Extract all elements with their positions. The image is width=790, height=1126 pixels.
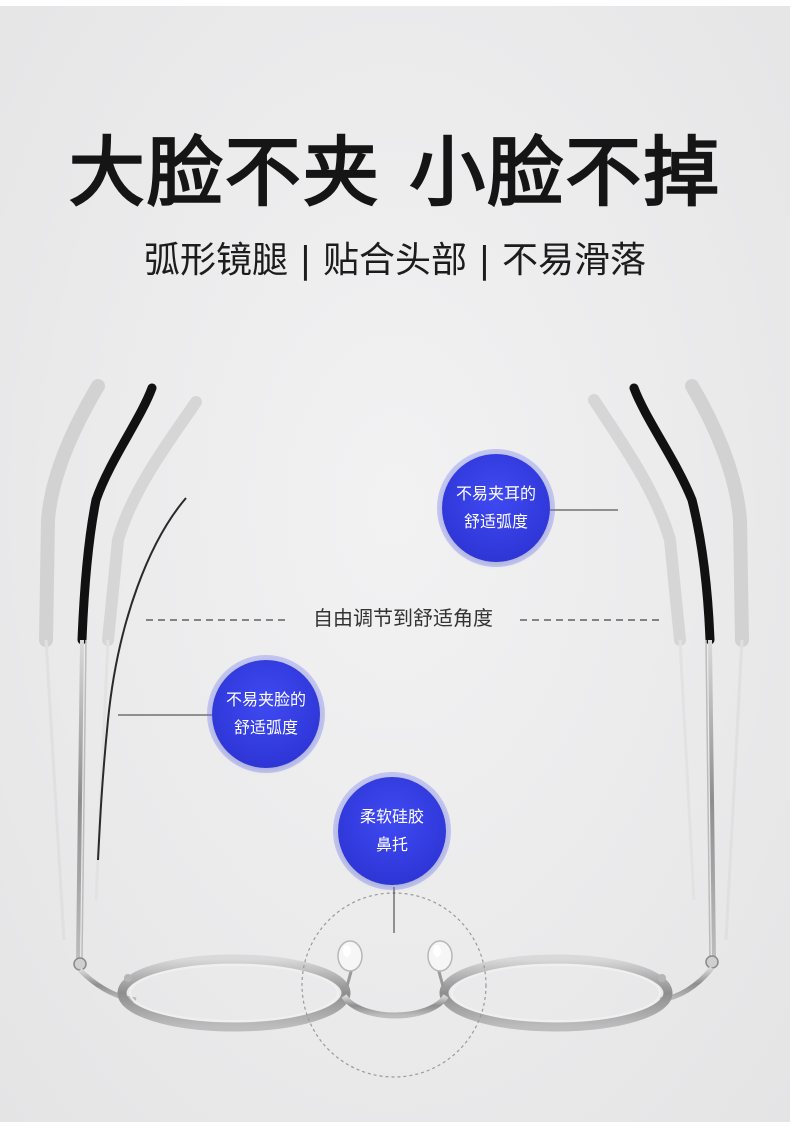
- left-temple-ghost-inner: [94, 396, 202, 901]
- right-temple-ghost-outer: [685, 379, 749, 941]
- left-temple-main: [76, 383, 157, 961]
- face-callout-line2: 舒适弧度: [233, 718, 298, 737]
- right-temple-main: [629, 383, 716, 961]
- face-comfort-callout: 不易夹脸的 舒适弧度: [212, 660, 320, 768]
- ear-callout-line1: 不易夹耳的: [455, 484, 536, 503]
- face-callout-line1: 不易夹脸的: [225, 690, 306, 709]
- right-temple-ghost-inner: [588, 394, 696, 901]
- ear-callout-line2: 舒适弧度: [463, 512, 528, 531]
- nose-pad-callout: 柔软硅胶 鼻托: [338, 777, 446, 885]
- top-edge-strip: [0, 0, 790, 6]
- nose-callout-line2: 鼻托: [375, 835, 408, 854]
- left-temple-arc-line: [97, 497, 187, 861]
- adjust-angle-label: 自由调节到舒适角度: [313, 606, 493, 630]
- nose-callout-line1: 柔软硅胶: [359, 807, 424, 826]
- frame-front: [78, 954, 714, 1032]
- nose-pads: [337, 940, 453, 991]
- right-hinge: [705, 955, 719, 969]
- bottom-edge-strip: [0, 1122, 790, 1126]
- left-temple-ghost-outer: [39, 379, 105, 941]
- ear-comfort-callout: 不易夹耳的 舒适弧度: [442, 454, 550, 562]
- left-hinge: [73, 957, 87, 971]
- subheadline: 弧形镜腿 | 贴合头部 | 不易滑落: [143, 240, 647, 281]
- headline: 大脸不夹 小脸不掉: [68, 128, 722, 217]
